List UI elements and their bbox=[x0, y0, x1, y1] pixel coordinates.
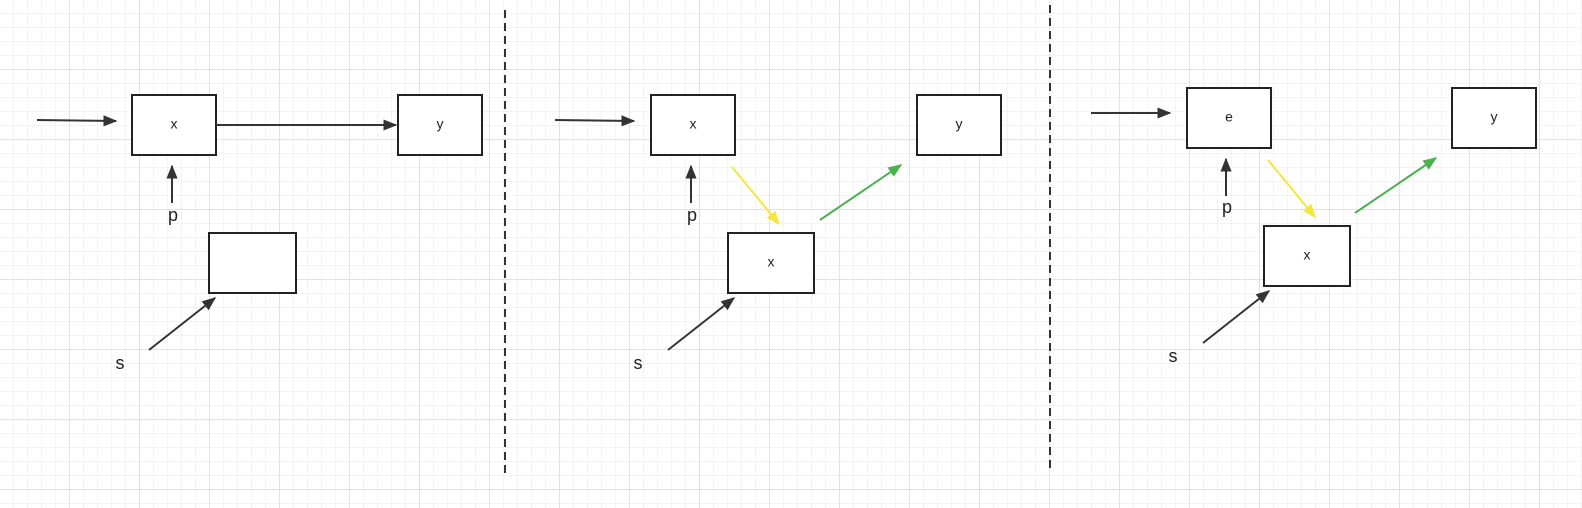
green-arrow bbox=[819, 164, 903, 221]
source-arrow bbox=[1202, 290, 1271, 344]
incoming-arrow bbox=[36, 115, 118, 127]
node-box-y[interactable] bbox=[916, 94, 1002, 156]
node-box-y[interactable] bbox=[397, 94, 483, 156]
source-arrow bbox=[667, 297, 736, 351]
source-label: s bbox=[116, 353, 125, 373]
node-box-e[interactable] bbox=[1186, 87, 1272, 149]
panel-3: e y p x s bbox=[1091, 87, 1537, 366]
node-label: x bbox=[171, 116, 178, 132]
pointer-label: p bbox=[687, 205, 697, 225]
panel-1: x y p s bbox=[36, 94, 483, 373]
yellow-arrow bbox=[1267, 159, 1316, 219]
incoming-arrow bbox=[554, 115, 636, 127]
node-label: y bbox=[1491, 109, 1498, 125]
node-box-x-new[interactable] bbox=[1263, 225, 1351, 287]
panel-2: x y p x s bbox=[554, 94, 1002, 373]
node-label: e bbox=[1225, 109, 1233, 125]
green-arrow bbox=[1354, 157, 1438, 214]
node-label: x bbox=[690, 116, 697, 132]
node-label: x bbox=[768, 254, 775, 270]
source-label: s bbox=[1169, 346, 1178, 366]
pointer-label: p bbox=[168, 205, 178, 225]
pointer-label: p bbox=[1222, 197, 1232, 217]
source-arrow bbox=[148, 297, 217, 351]
source-label: s bbox=[634, 353, 643, 373]
yellow-arrow bbox=[731, 166, 780, 226]
node-box-x-new[interactable] bbox=[727, 232, 815, 294]
new-node-box[interactable] bbox=[208, 232, 297, 294]
node-label: x bbox=[1304, 247, 1311, 263]
node-box-y[interactable] bbox=[1451, 87, 1537, 149]
node-box-x[interactable] bbox=[131, 94, 217, 156]
node-label: y bbox=[956, 116, 963, 132]
node-box-x[interactable] bbox=[650, 94, 736, 156]
node-label: y bbox=[437, 116, 444, 132]
